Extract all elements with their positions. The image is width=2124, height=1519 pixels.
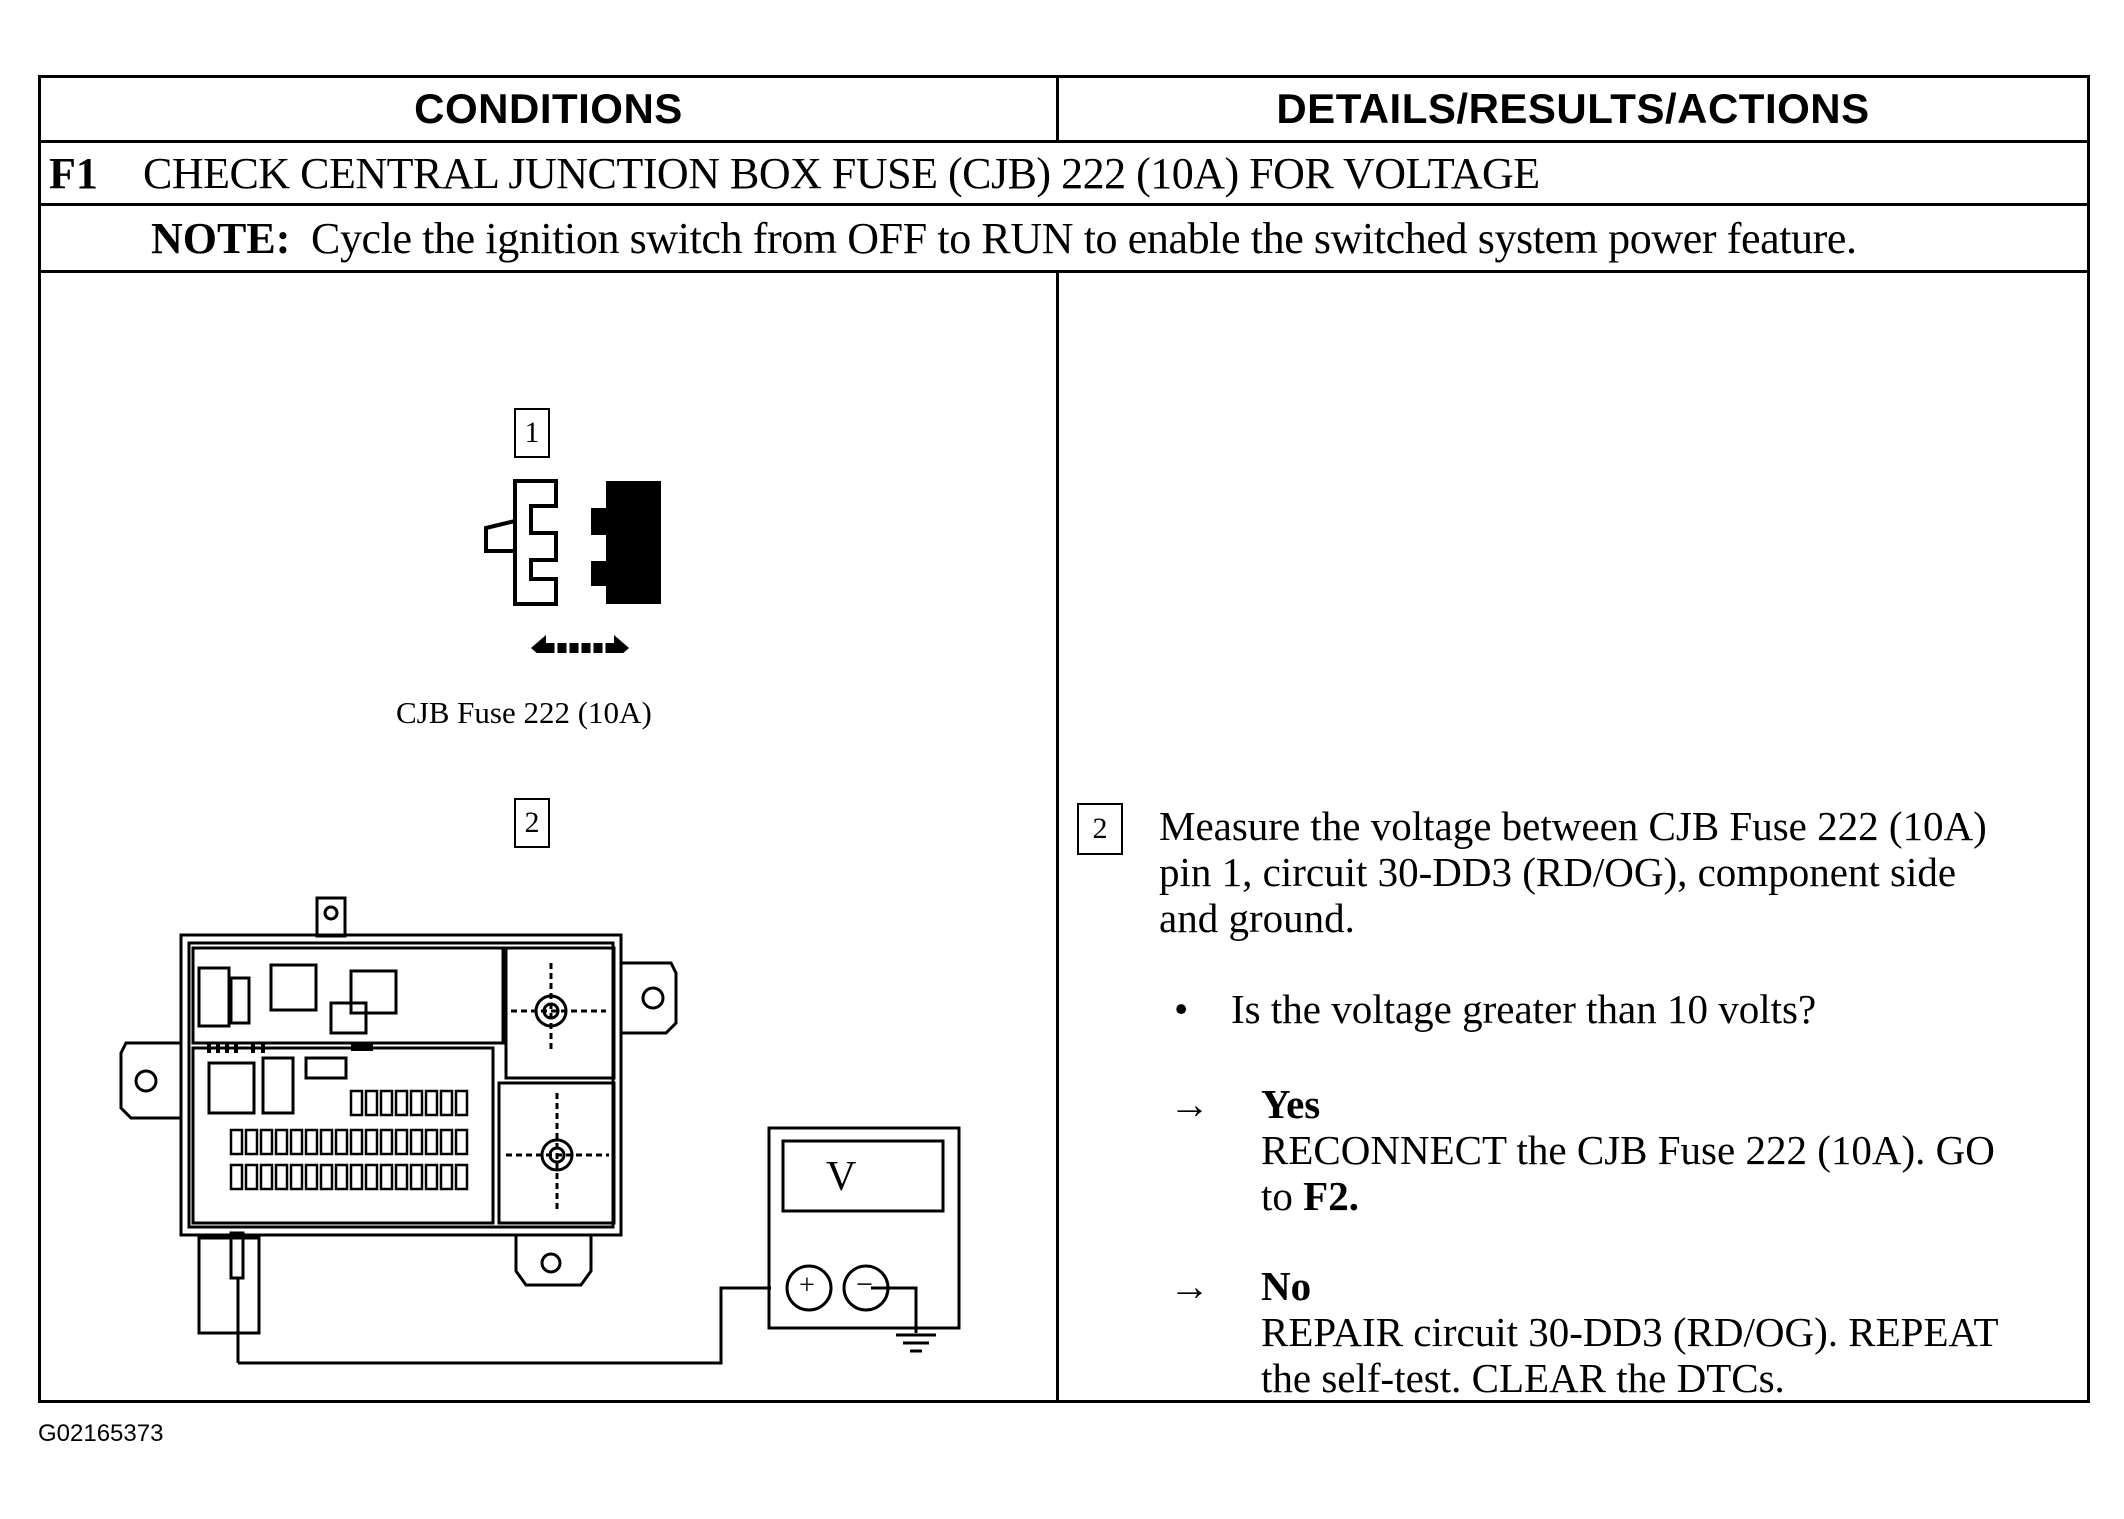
- conditions-figure: 1 CJB Fuse 222 (10A) 2: [41, 273, 1056, 1400]
- question-text: Is the voltage greater than 10 volts?: [1231, 986, 1817, 1032]
- details-header: DETAILS/RESULTS/ACTIONS: [1276, 85, 1870, 132]
- yes-action-line-1: RECONNECT the CJB Fuse 222 (10A). GO: [1261, 1127, 1995, 1173]
- callout-2-figure: 2: [514, 798, 550, 848]
- fuse-caption: CJB Fuse 222 (10A): [396, 695, 652, 730]
- step-title: CHECK CENTRAL JUNCTION BOX FUSE (CJB) 22…: [143, 148, 1540, 198]
- measure-line-2: pin 1, circuit 30-DD3 (RD/OG), component…: [1159, 849, 1957, 895]
- graphic-id: G02165373: [38, 1420, 164, 1447]
- header-rule: [41, 140, 2087, 143]
- no-label: No: [1261, 1263, 1312, 1309]
- no-action-line-2: the self-test. CLEAR the DTCs.: [1261, 1355, 1785, 1401]
- conditions-header: CONDITIONS: [414, 85, 683, 132]
- body-divider: [1056, 270, 1059, 1400]
- step-rule: [41, 203, 2087, 206]
- callout-1: 1: [514, 408, 550, 458]
- note-row: NOTE: Cycle the ignition switch from OFF…: [41, 206, 2087, 270]
- procedure-table: CONDITIONS DETAILS/RESULTS/ACTIONS F1 CH…: [38, 75, 2090, 1403]
- meter-minus-terminal: −: [856, 1268, 873, 1301]
- question-bullet: •: [1174, 986, 1189, 1032]
- yes-label: Yes: [1261, 1081, 1321, 1127]
- meter-display: V: [826, 1154, 857, 1200]
- step-row: F1 CHECK CENTRAL JUNCTION BOX FUSE (CJB)…: [41, 143, 2087, 203]
- header-divider: [1056, 78, 1059, 140]
- goto-step-f2: F2.: [1303, 1173, 1359, 1219]
- no-action-line-1: REPAIR circuit 30-DD3 (RD/OG). REPEAT: [1261, 1309, 1999, 1355]
- note-label: NOTE:: [151, 213, 291, 263]
- yes-action-line-2: to F2.: [1261, 1173, 1359, 1219]
- no-arrow: →: [1169, 1263, 1210, 1309]
- callout-2-details: 2: [1077, 803, 1123, 855]
- measure-line-3: and ground.: [1159, 895, 1355, 941]
- note-rule: [41, 270, 2087, 273]
- meter-plus-terminal: +: [799, 1270, 815, 1301]
- note-text: Cycle the ignition switch from OFF to RU…: [311, 213, 1857, 263]
- measure-line-1: Measure the voltage between CJB Fuse 222…: [1159, 803, 1987, 849]
- junction-box-diagram: [119, 896, 961, 1365]
- details-panel: 2 Measure the voltage between CJB Fuse 2…: [1059, 273, 2087, 1401]
- yes-action-prefix: to: [1261, 1173, 1304, 1219]
- yes-arrow: →: [1169, 1081, 1210, 1127]
- fuse-diagram: [484, 479, 661, 653]
- step-id: F1: [49, 148, 98, 198]
